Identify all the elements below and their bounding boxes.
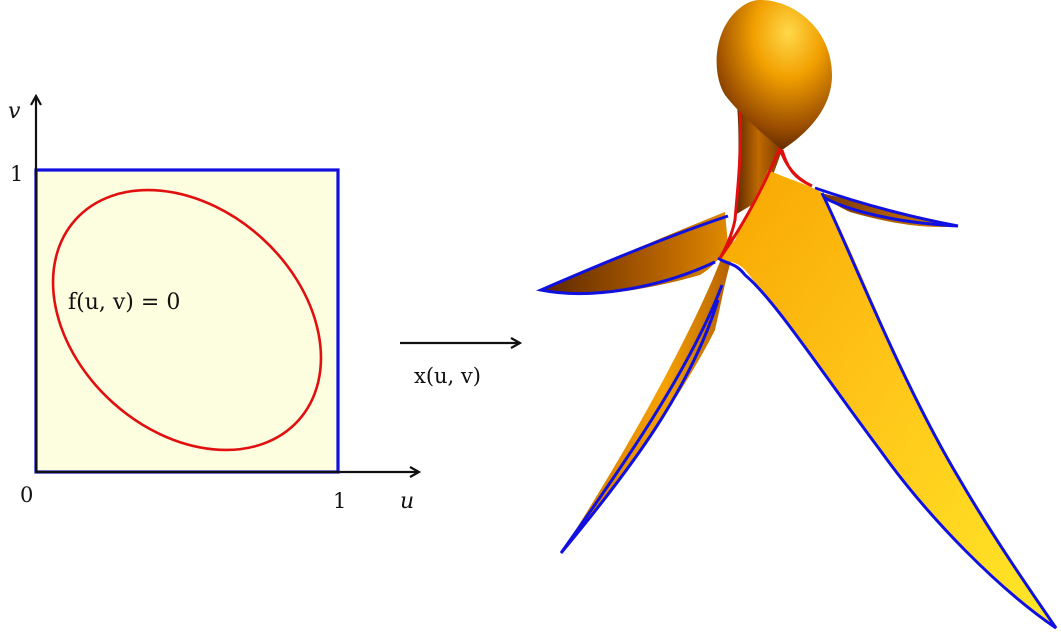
origin-label: 0 (20, 483, 33, 507)
curve-equation-label: f(u, v) = 0 (68, 290, 180, 315)
parameter-domain-panel: v u 1 0 1 f(u, v) = 0 (8, 96, 419, 514)
unit-square (34, 168, 340, 474)
surface-arm-left-edge (536, 214, 729, 295)
surface-body-edge (717, 192, 1058, 630)
trimmed-surface (536, 0, 1058, 630)
surface-leg-left-edge (559, 284, 724, 554)
surface-head (716, 0, 832, 150)
implicit-curve (51, 188, 323, 452)
mapping-arrow-group: x(u, v) (400, 343, 520, 388)
mapping-label: x(u, v) (414, 364, 481, 388)
trim-curve (718, 107, 813, 259)
v-axis-label: v (8, 99, 21, 124)
surface-arm-right-edge (814, 186, 959, 228)
v-tick-one-label: 1 (10, 162, 23, 186)
u-tick-one-label: 1 (333, 489, 346, 513)
surface-body (718, 170, 1056, 628)
u-axis-label: u (400, 489, 414, 514)
